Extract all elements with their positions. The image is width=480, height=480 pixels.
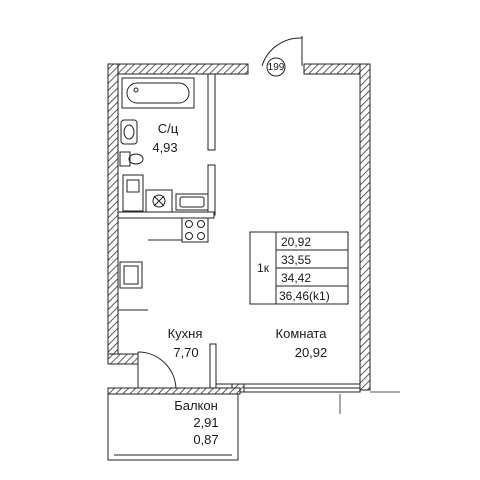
living-room-name: Комната: [276, 326, 328, 341]
summary-value: 34,42: [281, 271, 311, 285]
exterior-walls: [107, 63, 371, 391]
stove: [181, 217, 209, 243]
balcony-area-coef: 0,87: [193, 432, 218, 447]
toilet: [119, 151, 144, 167]
kitchen-sink: [175, 193, 209, 211]
balcony-name: Балкон: [174, 398, 218, 413]
balcony-door[interactable]: [137, 351, 177, 391]
svg-text:199: 199: [268, 62, 285, 73]
area-summary-table: 1к 20,92 33,55 34,42 36,46(k1): [249, 231, 349, 305]
bathroom-area: 4,93: [152, 140, 177, 155]
balcony-area: 2,91: [193, 415, 218, 430]
kitchen-name: Кухня: [168, 326, 203, 341]
unit-number-badge: 199: [266, 57, 286, 77]
outer-marks: [339, 391, 400, 414]
unit-type: 1к: [257, 261, 270, 275]
kitchen-area: 7,70: [173, 345, 198, 360]
kitchen-counter: [117, 218, 183, 311]
summary-value: 20,92: [281, 235, 311, 249]
bathtub: [121, 77, 195, 109]
summary-value: 33,55: [281, 253, 311, 267]
summary-value: 36,46(k1): [279, 289, 330, 303]
fridge: [119, 261, 143, 289]
boiler: [122, 174, 144, 212]
washbasin: [120, 119, 138, 145]
bathroom-name: С/ц: [158, 121, 179, 136]
balcony: [107, 387, 241, 461]
living-room-area: 20,92: [295, 345, 328, 360]
washing-machine: [145, 189, 173, 213]
entrance-door[interactable]: [261, 36, 303, 67]
